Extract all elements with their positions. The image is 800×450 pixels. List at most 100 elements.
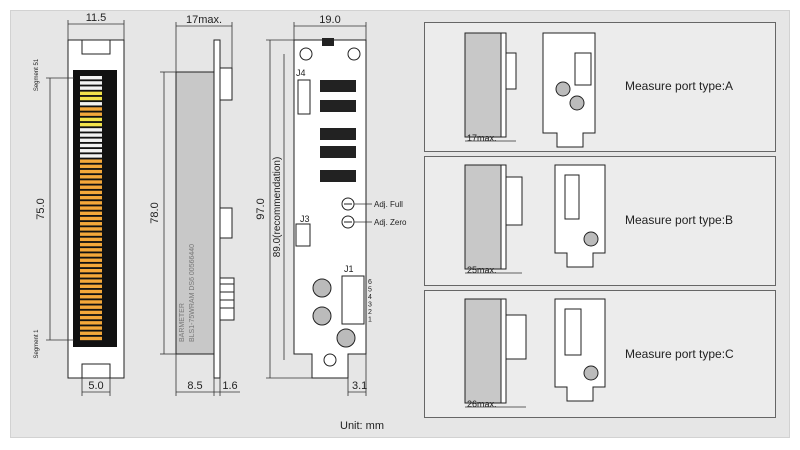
led-segment: [80, 201, 102, 205]
ic-chip: [320, 170, 356, 182]
j1-pin-label: 1: [368, 317, 372, 324]
led-segment: [80, 227, 102, 231]
j4-connector: [297, 79, 311, 115]
led-segment: [80, 180, 102, 184]
led-segment: [80, 284, 102, 289]
led-segment: [80, 185, 102, 189]
unit-label: Unit: mm: [340, 420, 384, 432]
led-segment: [80, 107, 102, 111]
led-segment: [80, 96, 102, 101]
side-terminal: [505, 176, 523, 226]
panel-b-drawing: [464, 164, 606, 274]
back-pcb: [554, 298, 606, 402]
capacitor: [336, 328, 356, 348]
side-pcb: [464, 164, 502, 270]
dim-side-bottom-a: 8.5: [187, 380, 202, 392]
panel-c-drawing: [464, 298, 606, 408]
label-j3: J3: [300, 214, 310, 224]
led-segment: [80, 279, 102, 283]
label-segment-top: Segment 51: [34, 58, 40, 91]
back-mount-hole: [347, 47, 361, 61]
side-bezel: [213, 39, 221, 379]
side-pcb: [464, 298, 502, 404]
led-segment: [80, 326, 102, 330]
led-segment: [80, 274, 102, 278]
port-panel-a: 17max. Measure port type:A: [424, 22, 776, 152]
led-segment: [80, 143, 102, 148]
dim-back-height: 97.0: [255, 198, 267, 219]
led-segment: [80, 211, 102, 215]
led-segment: [80, 305, 102, 309]
led-segment: [80, 190, 102, 195]
j1-pin-label: 3: [368, 302, 372, 309]
led-segment: [80, 128, 102, 132]
led-segment: [80, 237, 102, 242]
side-bezel: [500, 32, 507, 138]
ic-chip: [320, 128, 356, 140]
led-segment: [80, 81, 102, 85]
j1-connector: [341, 275, 365, 325]
dim-side-thickness: 17max.: [186, 14, 222, 26]
back-pcb: [554, 164, 606, 268]
side-connector-1: [219, 67, 233, 101]
led-segment: [80, 295, 102, 299]
led-segment: [80, 122, 102, 127]
led-segment: [80, 86, 102, 90]
led-segment: [80, 263, 102, 268]
led-segment: [80, 289, 102, 294]
back-mount-hole: [323, 353, 337, 367]
panel-a-drawing: [464, 32, 596, 148]
module-text-2: BLS1-75WRAM DS6 00566440: [189, 244, 196, 342]
panel-b-dim: 25max.: [467, 265, 497, 275]
dim-back-width: 19.0: [319, 14, 340, 26]
front-top-notch: [81, 39, 111, 55]
led-segment: [80, 321, 102, 325]
label-adj-zero: Adj. Zero: [374, 218, 407, 227]
led-segment: [80, 336, 102, 341]
side-terminal: [505, 314, 527, 360]
j1-terminal: [564, 174, 580, 220]
led-segment: [80, 268, 102, 273]
ic-chip: [320, 100, 356, 112]
side-connector: [505, 52, 517, 90]
back-ic-group: [320, 80, 356, 182]
j1-pin-label: 6: [368, 279, 372, 286]
led-segment: [80, 91, 102, 96]
j3-connector: [295, 223, 311, 247]
led-segment: [80, 222, 102, 226]
j1-pin-label: 4: [368, 294, 372, 301]
label-j1: J1: [344, 264, 354, 274]
j1-terminal: [564, 308, 582, 356]
led-segment: [80, 232, 102, 236]
dim-side-bottom-b: 1.6: [222, 380, 237, 392]
led-segment: [80, 169, 102, 174]
dim-front-bottom: 5.0: [88, 380, 103, 392]
led-segment: [80, 159, 102, 163]
side-connector-2: [219, 207, 233, 239]
led-segment: [80, 112, 102, 116]
port-panel-c: 26max. Measure port type:C: [424, 290, 776, 418]
j1-pin-label: 2: [368, 309, 372, 316]
label-segment-bottom: Segment 1: [34, 329, 40, 359]
back-mount-hole: [299, 47, 313, 61]
panel-c-dim: 26max.: [467, 399, 497, 409]
panel-a-label: Measure port type:A: [625, 79, 734, 93]
capacitor: [312, 306, 332, 326]
capacitor: [555, 81, 571, 97]
side-view: BARMETER BLS1-75WRAM DS6 00566440 17max.…: [149, 14, 240, 396]
module-text-1: BARMETER: [179, 303, 186, 342]
led-segment: [80, 195, 102, 200]
dim-front-width: 11.5: [86, 12, 107, 24]
led-segment: [80, 206, 102, 210]
panel-a-dim: 17max.: [467, 133, 497, 143]
side-pcb: [464, 32, 502, 138]
j1-pin-label: 5: [368, 287, 372, 294]
led-segment: [80, 154, 102, 158]
panel-b-label: Measure port type:B: [625, 213, 734, 227]
led-segment: [80, 331, 102, 335]
segment-bar: [80, 76, 102, 341]
label-adj-full: Adj. Full: [374, 200, 403, 209]
